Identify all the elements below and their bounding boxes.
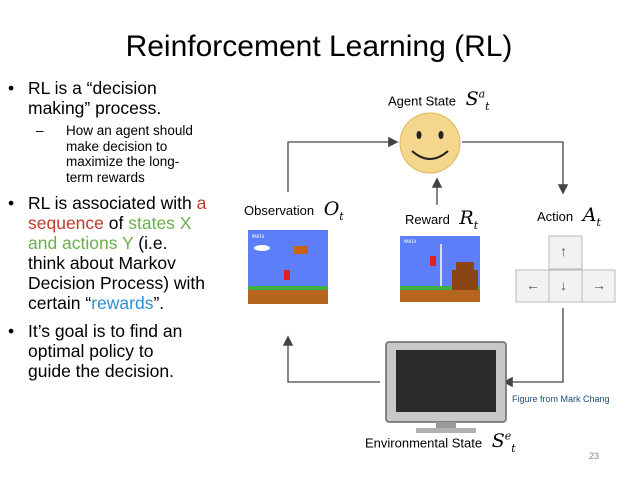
bullet-rl-sequence: RL is associated with a sequence of stat… bbox=[8, 193, 236, 313]
sub-bullet-agent: – How an agent should make decision to m… bbox=[36, 123, 193, 185]
game-screenshot-reward: MARIO bbox=[400, 236, 480, 302]
highlight-blue: rewards bbox=[91, 293, 154, 313]
bullet-text: certain “ bbox=[28, 293, 92, 313]
bullet-text: ”. bbox=[153, 293, 165, 313]
arrow-observation-to-agent bbox=[287, 136, 399, 192]
bullet-rl-decision: RL is a “decision making” process. bbox=[8, 78, 236, 118]
highlight-red: sequence bbox=[28, 213, 104, 233]
arrow-keys-pad bbox=[515, 235, 616, 303]
bullet-text: guide the decision. bbox=[28, 361, 174, 381]
slide-number: 23 bbox=[589, 451, 600, 461]
highlight-red: a bbox=[196, 193, 207, 213]
arrow-agent-to-action bbox=[462, 141, 569, 195]
bullet-text: optimal policy to bbox=[28, 341, 154, 361]
down-arrow-icon: ↓ bbox=[560, 277, 567, 293]
sub-bullet-text: maximize the long- bbox=[66, 154, 180, 169]
computer-monitor-icon bbox=[385, 341, 507, 433]
smiley-face-icon bbox=[399, 112, 461, 174]
bullet-text: making” process. bbox=[28, 98, 162, 118]
bullet-list: RL is a “decision making” process. – How… bbox=[8, 78, 236, 381]
highlight-green: states X bbox=[128, 213, 192, 233]
bullet-text: (i.e. bbox=[133, 233, 168, 253]
bullet-text: RL is associated with bbox=[28, 193, 197, 213]
svg-text:MARIO: MARIO bbox=[404, 239, 417, 244]
slide-title: Reinforcement Learning (RL) bbox=[125, 30, 513, 63]
bullet-text: think about Markov bbox=[28, 253, 176, 273]
sub-bullet-text: How an agent should bbox=[66, 123, 193, 138]
bullet-text: Decision Process) with bbox=[28, 273, 205, 293]
sub-bullet-text: make decision to bbox=[66, 138, 168, 154]
bullet-text: of bbox=[103, 213, 129, 233]
left-arrow-icon: ← bbox=[526, 277, 540, 293]
highlight-green: and actions Y bbox=[28, 233, 134, 253]
figure-caption: Figure from Mark Chang bbox=[512, 394, 610, 404]
sub-bullet-text: term rewards bbox=[66, 169, 145, 185]
svg-text:MARIO: MARIO bbox=[252, 234, 265, 239]
game-screenshot-observation: MARIO bbox=[248, 230, 328, 304]
arrow-action-to-env bbox=[502, 308, 564, 388]
bullet-text: It’s goal is to find an bbox=[28, 321, 183, 341]
agent-state-label: Agent State Sat bbox=[388, 88, 490, 114]
reward-label: Reward Rt bbox=[405, 207, 479, 232]
right-arrow-icon: → bbox=[592, 277, 606, 293]
observation-label: Observation Ot bbox=[244, 198, 344, 223]
bullet-text: RL is a “decision bbox=[28, 78, 157, 98]
bullet-rl-goal: It’s goal is to find an optimal policy t… bbox=[8, 321, 236, 381]
arrow-env-to-observation bbox=[282, 335, 380, 383]
environmental-state-label: Environmental State Set bbox=[365, 430, 516, 456]
action-label: Action At bbox=[537, 204, 601, 229]
up-arrow-icon: ↑ bbox=[560, 243, 567, 259]
